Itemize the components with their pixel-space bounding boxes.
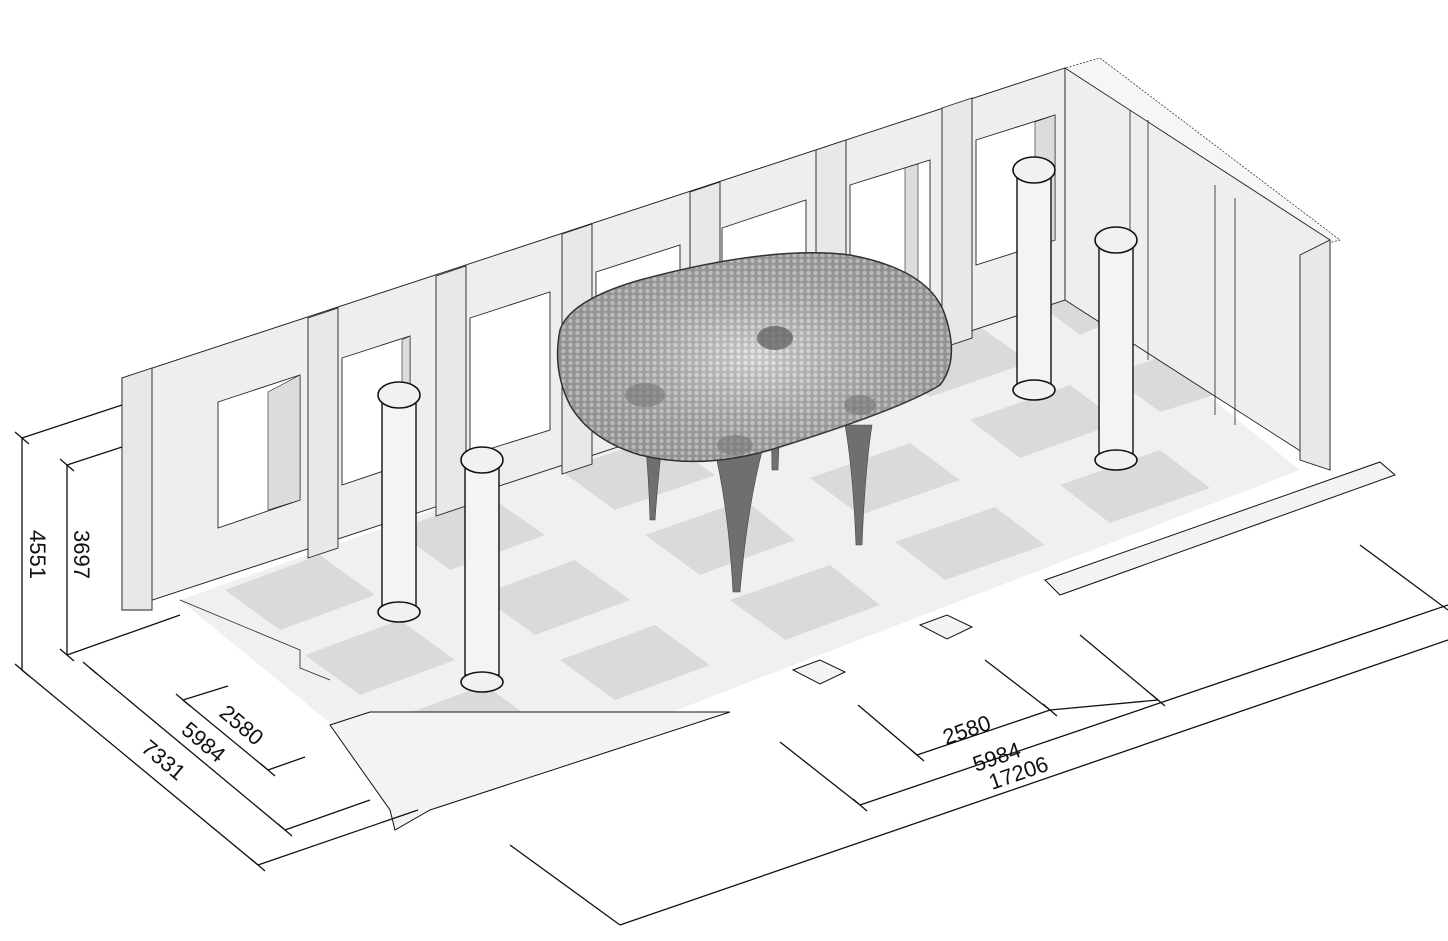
front-plinth-right <box>1044 461 1396 596</box>
dim-height-total: 4551 <box>25 530 50 579</box>
dim-height-inner: 3697 <box>69 530 94 579</box>
column-1 <box>377 381 421 623</box>
column-4 <box>1094 226 1138 471</box>
column-3 <box>1012 156 1056 401</box>
dim-length-small: 2580 <box>939 710 993 750</box>
dimension-lines <box>14 404 1448 926</box>
canopy-structure <box>556 252 953 593</box>
canopy-funnel-1 <box>757 326 793 350</box>
canopy-leg-2 <box>711 439 766 593</box>
left-end-pilaster <box>121 367 153 611</box>
opening-3 <box>469 291 551 456</box>
dim-depth-total: 7331 <box>137 735 191 786</box>
columns <box>377 156 1138 693</box>
pier-base-1 <box>791 659 847 685</box>
canopy-leg-4 <box>844 424 873 546</box>
canopy-funnel-3 <box>844 395 876 415</box>
pier-base-2 <box>918 614 974 640</box>
canopy-funnel-2 <box>625 383 665 407</box>
column-2 <box>460 446 504 693</box>
front-plinth-left <box>329 711 731 831</box>
canopy-funnel-4 <box>717 435 753 455</box>
